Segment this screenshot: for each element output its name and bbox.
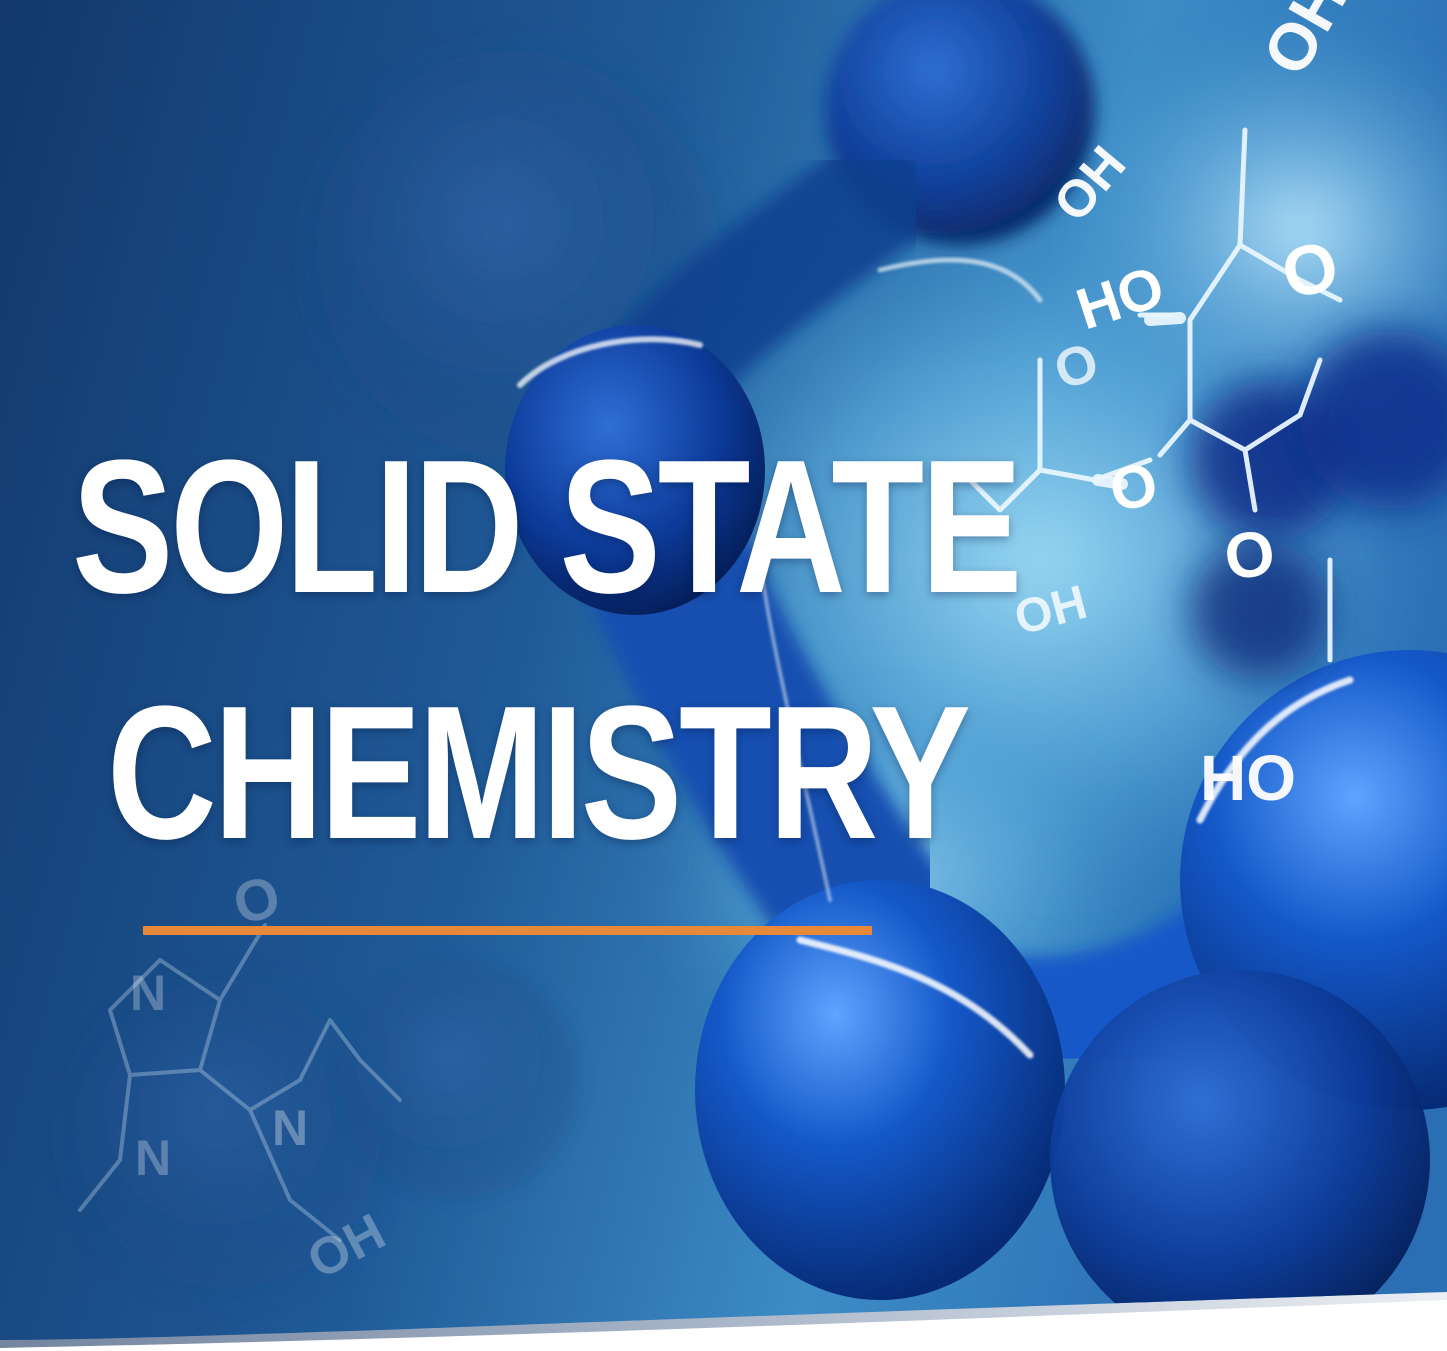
label-ho-right: HO: [1200, 742, 1296, 814]
label-o-ring-4: O: [1220, 516, 1279, 594]
label-n-left-2: N: [135, 1130, 171, 1186]
label-n-left-3: N: [272, 1100, 308, 1156]
label-n-left-1: N: [130, 965, 166, 1021]
